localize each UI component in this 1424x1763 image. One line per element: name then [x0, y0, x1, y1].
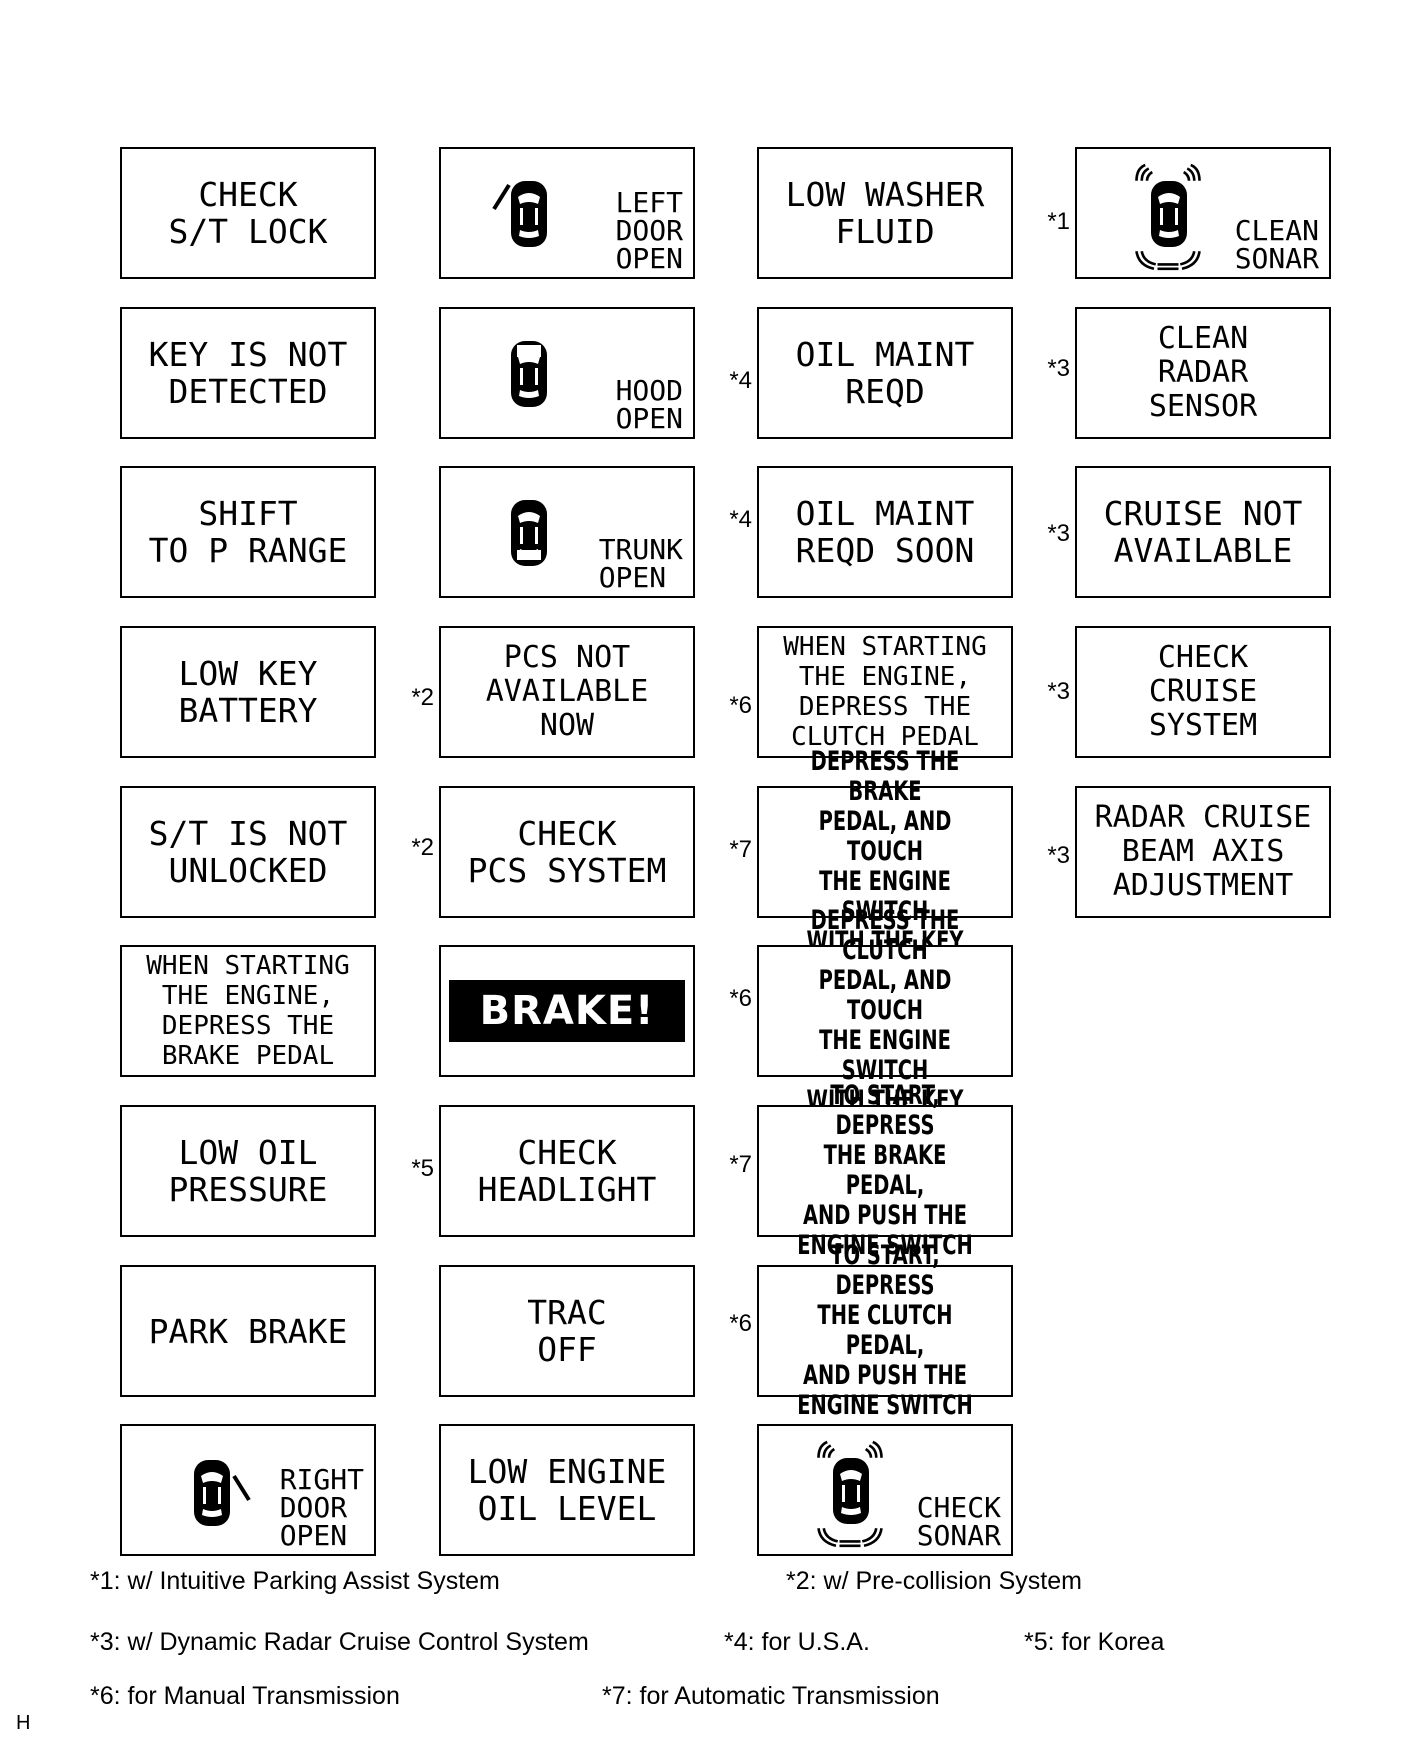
- message-text: WHEN STARTING THE ENGINE, DEPRESS THE BR…: [146, 951, 350, 1071]
- car-top-view-icon: [511, 181, 547, 247]
- note-7: *7: for Automatic Transmission: [602, 1682, 940, 1710]
- footnote-mark: *3: [1047, 520, 1070, 547]
- footnote-mark: *7: [729, 1151, 752, 1178]
- message-oil-maint-reqd: OIL MAINT REQD: [757, 307, 1013, 439]
- footnote-mark: *2: [411, 834, 434, 861]
- note-1: *1: w/ Intuitive Parking Assist System: [90, 1567, 500, 1595]
- message-oil-maint-reqd-soon: OIL MAINT REQD SOON: [757, 466, 1013, 598]
- message-depress-brake-touch: DEPRESS THE BRAKE PEDAL, AND TOUCH THE E…: [757, 747, 1013, 957]
- message-text: CHECK CRUISE SYSTEM: [1148, 640, 1258, 743]
- message-low-washer-fluid: LOW WASHER FLUID: [757, 147, 1013, 279]
- open-door-line-icon: [492, 183, 511, 211]
- open-door-line-icon: [232, 1474, 251, 1502]
- message-text: CHECK PCS SYSTEM: [467, 814, 667, 890]
- message-st-not-unlocked: S/T IS NOT UNLOCKED: [120, 786, 376, 918]
- message-to-start-clutch: TO START, DEPRESS THE CLUTCH PEDAL, AND …: [757, 1241, 1013, 1421]
- footnote-mark: *3: [1047, 678, 1070, 705]
- message-text: CHECK S/T LOCK: [168, 175, 328, 251]
- message-text: SHIFT TO P RANGE: [148, 494, 348, 570]
- footnote-mark: *1: [1047, 208, 1070, 235]
- footnote-mark: *6: [729, 1310, 752, 1337]
- message-brake: BRAKE!: [439, 945, 695, 1077]
- message-text: LOW OIL PRESSURE: [168, 1133, 328, 1209]
- message-hood-open: HOOD OPEN: [439, 307, 695, 439]
- message-text: CRUISE NOT AVAILABLE: [1103, 494, 1303, 570]
- message-low-oil-pressure: LOW OIL PRESSURE: [120, 1105, 376, 1237]
- message-text: TO START, DEPRESS THE CLUTCH PEDAL, AND …: [797, 1240, 973, 1421]
- message-low-engine-oil: LOW ENGINE OIL LEVEL: [439, 1424, 695, 1556]
- message-check-st-lock: CHECK S/T LOCK: [120, 147, 376, 279]
- message-to-start-brake: TO START, DEPRESS THE BRAKE PEDAL, AND P…: [757, 1081, 1013, 1261]
- message-text: PCS NOT AVAILABLE NOW: [485, 640, 649, 743]
- footnote-mark: *3: [1047, 842, 1070, 869]
- message-text: KEY IS NOT DETECTED: [148, 335, 348, 411]
- message-check-pcs: CHECK PCS SYSTEM: [439, 786, 695, 918]
- message-text: CHECK HEADLIGHT: [477, 1133, 657, 1209]
- message-text: RIGHT DOOR OPEN: [279, 1463, 364, 1552]
- message-text: CLEAN RADAR SENSOR: [1148, 321, 1258, 424]
- footnote-mark: *6: [729, 985, 752, 1012]
- message-clean-sonar: CLEAN SONAR: [1075, 147, 1331, 279]
- car-top-view-icon: [511, 500, 547, 566]
- message-right-door-open: RIGHT DOOR OPEN: [120, 1424, 376, 1556]
- car-top-view-icon: [511, 341, 547, 407]
- message-text: LOW ENGINE OIL LEVEL: [467, 1452, 667, 1528]
- footnote-mark: *6: [729, 692, 752, 719]
- sonar-waves-icon: [1135, 249, 1201, 271]
- message-radar-cruise-beam-axis: RADAR CRUISE BEAM AXIS ADJUSTMENT: [1075, 786, 1331, 918]
- message-text: TO START, DEPRESS THE BRAKE PEDAL, AND P…: [797, 1080, 973, 1261]
- message-text: RADAR CRUISE BEAM AXIS ADJUSTMENT: [1094, 800, 1312, 903]
- car-top-view-icon: [833, 1458, 869, 1524]
- message-left-door-open: LEFT DOOR OPEN: [439, 147, 695, 279]
- sonar-waves-icon: [817, 1526, 883, 1548]
- message-trac-off: TRAC OFF: [439, 1265, 695, 1397]
- message-check-cruise-system: CHECK CRUISE SYSTEM: [1075, 626, 1331, 758]
- message-trunk-open: TRUNK OPEN: [439, 466, 695, 598]
- footnote-mark: *2: [411, 684, 434, 711]
- message-text: WHEN STARTING THE ENGINE, DEPRESS THE CL…: [783, 632, 987, 752]
- message-text: HOOD OPEN: [615, 374, 683, 435]
- message-key-not-detected: KEY IS NOT DETECTED: [120, 307, 376, 439]
- message-text: DEPRESS THE CLUTCH PEDAL, AND TOUCH THE …: [806, 905, 964, 1116]
- footnote-mark: *7: [729, 836, 752, 863]
- message-text: TRAC OFF: [527, 1293, 607, 1369]
- car-top-view-icon: [1151, 181, 1187, 247]
- car-top-view-icon: [194, 1460, 230, 1526]
- message-text: TRUNK OPEN: [598, 533, 683, 594]
- brake-warning-bar: BRAKE!: [449, 980, 685, 1042]
- message-text: DEPRESS THE BRAKE PEDAL, AND TOUCH THE E…: [806, 746, 964, 957]
- message-text: CHECK SONAR: [916, 1491, 1001, 1552]
- message-when-starting-clutch: WHEN STARTING THE ENGINE, DEPRESS THE CL…: [757, 626, 1013, 758]
- message-text: OIL MAINT REQD: [795, 335, 975, 411]
- message-check-sonar: CHECK SONAR: [757, 1424, 1013, 1556]
- message-text: LOW WASHER FLUID: [785, 175, 985, 251]
- message-text: CLEAN SONAR: [1234, 214, 1319, 275]
- corner-mark: H: [16, 1712, 31, 1734]
- message-text: LOW KEY BATTERY: [178, 654, 318, 730]
- message-when-starting-brake: WHEN STARTING THE ENGINE, DEPRESS THE BR…: [120, 945, 376, 1077]
- footnote-mark: *5: [411, 1155, 434, 1182]
- note-6: *6: for Manual Transmission: [90, 1682, 400, 1710]
- message-text: LEFT DOOR OPEN: [615, 186, 683, 275]
- note-5: *5: for Korea: [1024, 1628, 1165, 1656]
- message-shift-to-p: SHIFT TO P RANGE: [120, 466, 376, 598]
- message-check-headlight: CHECK HEADLIGHT: [439, 1105, 695, 1237]
- note-2: *2: w/ Pre-collision System: [786, 1567, 1082, 1595]
- note-4: *4: for U.S.A.: [724, 1628, 870, 1656]
- note-3: *3: w/ Dynamic Radar Cruise Control Syst…: [90, 1628, 589, 1656]
- message-low-key-battery: LOW KEY BATTERY: [120, 626, 376, 758]
- footnote-mark: *4: [729, 367, 752, 394]
- message-clean-radar-sensor: CLEAN RADAR SENSOR: [1075, 307, 1331, 439]
- message-text: OIL MAINT REQD SOON: [795, 494, 975, 570]
- footnote-mark: *3: [1047, 355, 1070, 382]
- message-park-brake: PARK BRAKE: [120, 1265, 376, 1397]
- message-depress-clutch-touch: DEPRESS THE CLUTCH PEDAL, AND TOUCH THE …: [757, 906, 1013, 1116]
- footnote-mark: *4: [729, 506, 752, 533]
- message-pcs-not-available: PCS NOT AVAILABLE NOW: [439, 626, 695, 758]
- message-text: S/T IS NOT UNLOCKED: [148, 814, 348, 890]
- message-text: PARK BRAKE: [148, 1311, 348, 1351]
- message-cruise-not-available: CRUISE NOT AVAILABLE: [1075, 466, 1331, 598]
